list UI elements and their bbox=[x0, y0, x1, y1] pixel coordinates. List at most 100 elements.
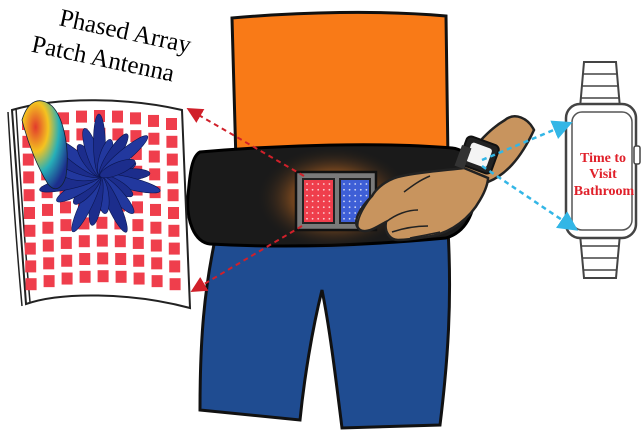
antenna-element bbox=[78, 217, 90, 230]
patch-dot bbox=[317, 217, 320, 220]
antenna-element bbox=[60, 201, 71, 214]
patch-dot bbox=[317, 206, 320, 209]
wrist-watch bbox=[454, 135, 500, 175]
antenna-element bbox=[60, 236, 72, 249]
patch-dot bbox=[306, 200, 308, 203]
antenna-element bbox=[133, 272, 145, 285]
patch-dot bbox=[328, 212, 331, 214]
patch-dot bbox=[311, 212, 314, 214]
patch-dot bbox=[322, 183, 325, 185]
patch-dot bbox=[348, 194, 351, 197]
patch-dot bbox=[328, 217, 331, 220]
antenna-element bbox=[148, 132, 160, 145]
antenna-element bbox=[166, 153, 178, 166]
patch-dot bbox=[317, 212, 320, 214]
antenna-element bbox=[169, 260, 181, 273]
patch-dot bbox=[306, 183, 308, 185]
patch-dot bbox=[354, 194, 357, 197]
patch-dot bbox=[311, 217, 314, 220]
antenna-element bbox=[167, 171, 179, 184]
watch-message-line3: Bathroom bbox=[574, 184, 635, 199]
patch-dot bbox=[306, 206, 308, 209]
antenna-element bbox=[79, 270, 91, 283]
patch-dot bbox=[348, 206, 351, 209]
antenna-element bbox=[166, 135, 178, 148]
antenna-element bbox=[115, 270, 127, 283]
patch-dot bbox=[343, 194, 345, 197]
antenna-element bbox=[112, 128, 124, 141]
patch-dot bbox=[311, 206, 314, 209]
patch-dot bbox=[343, 206, 345, 209]
antenna-element bbox=[132, 201, 143, 214]
antenna-element bbox=[61, 254, 73, 267]
patch-dot bbox=[365, 194, 368, 197]
antenna-element bbox=[97, 270, 109, 283]
shirt bbox=[230, 10, 450, 164]
patch-dot bbox=[322, 188, 325, 191]
antenna-element bbox=[149, 168, 161, 181]
antenna-element bbox=[167, 189, 179, 202]
patch-dot bbox=[348, 217, 351, 220]
patch-dot bbox=[328, 206, 331, 209]
patch-dot bbox=[354, 188, 357, 191]
patch-dot bbox=[343, 200, 345, 203]
antenna-element bbox=[23, 189, 35, 202]
side-lobe bbox=[99, 159, 136, 179]
patch-dot bbox=[317, 194, 320, 197]
antenna-element bbox=[43, 275, 55, 288]
patch-dot bbox=[365, 183, 368, 185]
antenna-element bbox=[130, 112, 141, 125]
patch-dot bbox=[328, 194, 331, 197]
antenna-element bbox=[151, 275, 163, 288]
patch-dot bbox=[354, 200, 357, 203]
antenna-element bbox=[130, 147, 142, 160]
antenna-element bbox=[24, 224, 36, 237]
patch-dot bbox=[359, 188, 362, 191]
link-arrow-upper-right bbox=[481, 120, 573, 162]
antenna-element bbox=[130, 130, 142, 143]
link-arrow-lower-left bbox=[190, 225, 303, 293]
antenna-element bbox=[61, 272, 73, 285]
antenna-element bbox=[114, 235, 126, 248]
patch-dot bbox=[343, 217, 345, 220]
antenna-element bbox=[79, 253, 91, 266]
antenna-element bbox=[166, 118, 177, 130]
antenna-element bbox=[112, 110, 123, 123]
patch-dot bbox=[306, 188, 308, 191]
patch-dot bbox=[322, 212, 325, 214]
antenna-element bbox=[24, 207, 35, 219]
patch-dot bbox=[354, 183, 357, 185]
antenna-element bbox=[169, 278, 181, 291]
patch-dot bbox=[322, 200, 325, 203]
smartwatch-icon: Time to Visit Bathroom bbox=[564, 61, 641, 279]
antenna-element bbox=[43, 257, 55, 270]
antenna-element bbox=[151, 257, 163, 270]
link-arrow-lower-right bbox=[481, 164, 579, 231]
antenna-element bbox=[42, 239, 54, 252]
patch-dot bbox=[348, 188, 351, 191]
patch-dot bbox=[354, 212, 357, 214]
antenna-element bbox=[168, 207, 179, 219]
watch-message-line1: Time to bbox=[580, 151, 626, 166]
patch-dot bbox=[317, 188, 320, 191]
antenna-element bbox=[168, 224, 180, 237]
patch-dot bbox=[317, 200, 320, 203]
antenna-element bbox=[24, 242, 36, 255]
patch-dot bbox=[343, 183, 345, 185]
antenna-element bbox=[115, 253, 127, 266]
antenna-element bbox=[23, 171, 35, 184]
patch-dot bbox=[306, 212, 308, 214]
antenna-element bbox=[96, 216, 108, 229]
patch-dot bbox=[322, 206, 325, 209]
pants bbox=[198, 228, 452, 430]
antenna-label: Phased Array Patch Antenna bbox=[29, 5, 194, 88]
antenna-element bbox=[150, 239, 162, 252]
antenna-element bbox=[60, 219, 72, 232]
patch-dot bbox=[322, 194, 325, 197]
antenna-element bbox=[148, 114, 159, 127]
patch-dot bbox=[359, 183, 362, 185]
patch-dot bbox=[359, 200, 362, 203]
antenna-element bbox=[76, 110, 87, 123]
patch-dot bbox=[311, 194, 314, 197]
